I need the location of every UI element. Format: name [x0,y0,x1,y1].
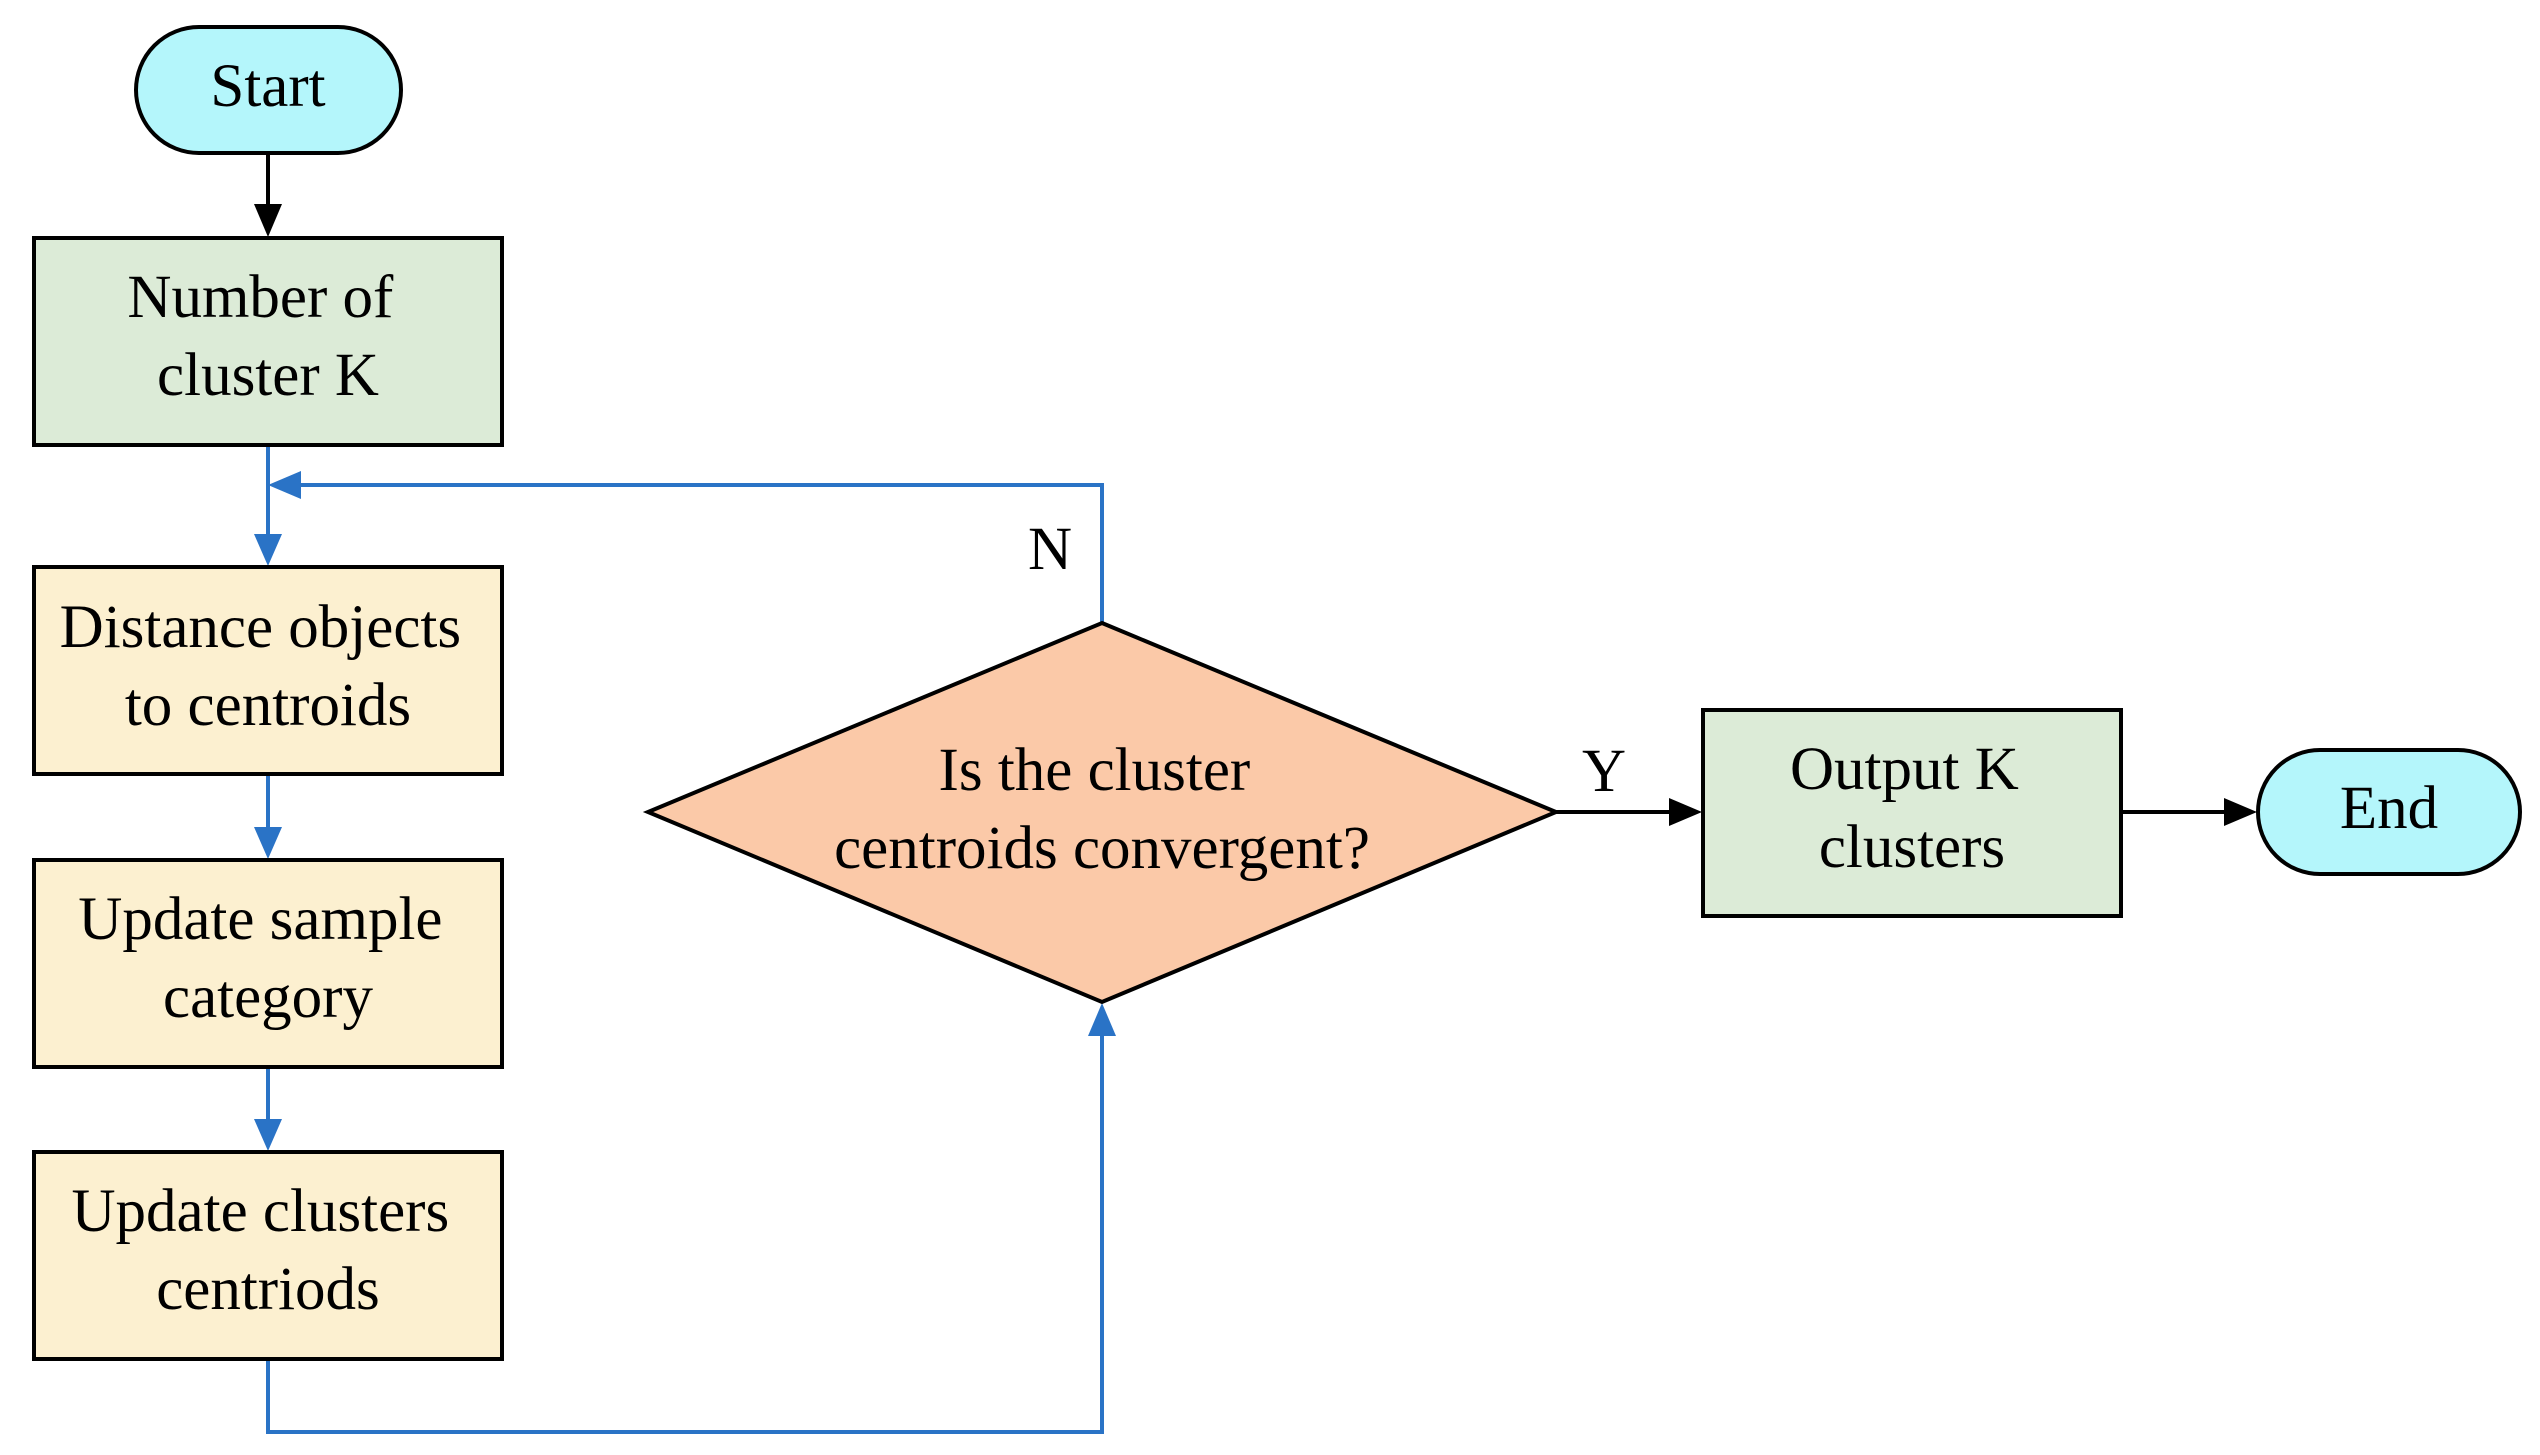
decision-diamond [642,620,1562,1005]
arrowhead-decision-no-loop [268,471,301,499]
number-of-cluster-node: Number of cluster K [32,236,504,447]
number-of-cluster-line-1: Number of [127,264,394,331]
output-box [1701,708,2123,918]
end-node: End [2256,748,2522,876]
distance-objects-line-2: to centroids [125,672,411,739]
decision-line-2: centroids convergent? [834,815,1370,882]
update-sample-line-1: Update sample [78,886,442,953]
arrowhead-number-to-distance [254,534,282,566]
number-of-cluster-box [32,236,504,447]
edge-label-yes: Y [1582,738,1626,805]
output-label: Output K clusters [1790,736,2034,881]
distance-objects-box [32,565,504,776]
start-label: Start [210,53,325,120]
update-sample-line-2: category [163,964,373,1031]
end-label-line-1: End [2340,775,2438,842]
output-line-1: Output K [1790,736,2019,803]
number-of-cluster-label: Number of cluster K [127,264,408,409]
output-line-2: clusters [1819,814,2005,881]
end-label: End [2340,775,2438,842]
arrowhead-distance-to-sample [254,827,282,859]
decision-node: Is the cluster centroids convergent? [642,620,1562,1005]
edges [254,153,2257,1434]
distance-objects-node: Distance objects to centroids [32,565,504,776]
arrowhead-output-to-end [2224,798,2257,826]
arrowhead-decision-yes [1669,798,1702,826]
update-sample-node: Update sample category [32,858,504,1069]
arrow-decision-no-loop [300,483,1104,623]
update-clusters-line-2: centriods [156,1256,380,1323]
arrow-clusters-to-decision [266,1035,1104,1434]
decision-line-1: Is the cluster [939,737,1251,804]
update-clusters-line-1: Update clusters [72,1178,450,1245]
distance-objects-line-1: Distance objects [60,594,461,661]
start-label-line-1: Start [210,53,325,120]
update-clusters-label: Update clusters centriods [72,1178,465,1323]
end-terminal-shape [2256,748,2522,876]
update-clusters-box [32,1150,504,1361]
decision-label: Is the cluster centroids convergent? [834,737,1370,882]
arrowhead-start-to-number [254,204,282,237]
update-sample-label: Update sample category [78,886,457,1031]
update-clusters-node: Update clusters centriods [32,1150,504,1361]
start-terminal-shape [134,25,403,155]
start-node: Start [134,25,403,155]
distance-objects-label: Distance objects to centroids [60,594,477,739]
output-node: Output K clusters [1701,708,2123,918]
edge-label-no: N [1028,516,1072,583]
arrowhead-clusters-to-decision [1088,1003,1116,1036]
number-of-cluster-line-2: cluster K [157,342,379,409]
arrowhead-sample-to-clusters [254,1119,282,1151]
update-sample-box [32,858,504,1069]
